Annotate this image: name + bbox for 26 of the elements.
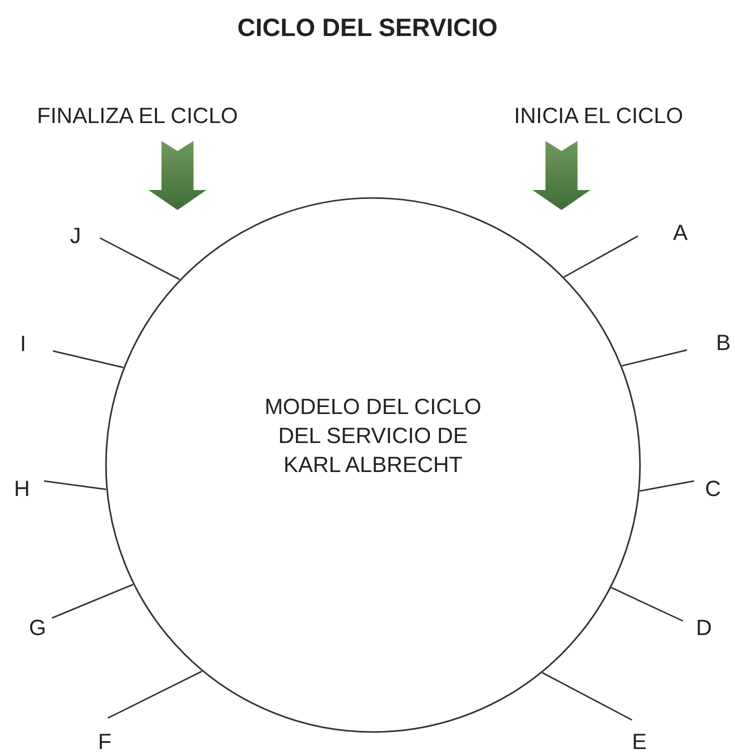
leader-line (108, 670, 202, 719)
leader-line (542, 672, 632, 721)
moment-letter: I (20, 331, 26, 357)
leader-line (52, 584, 134, 619)
stage-label: FINALIZA EL CICLO (37, 103, 238, 129)
block-arrow (148, 141, 206, 210)
moment-letter: D (696, 615, 712, 641)
circle-label: MODELO DEL CICLO DEL SERVICIO DE KARL ALBRECHT (264, 393, 482, 479)
leader-line (564, 235, 638, 278)
moment-letter: F (98, 729, 112, 753)
moment-letter: C (705, 476, 721, 502)
moment-letter: H (14, 476, 30, 502)
stage-label: INICIA EL CICLO (514, 103, 684, 129)
leader-line (622, 349, 688, 367)
block-arrow (532, 141, 590, 210)
leader-line (100, 237, 180, 280)
moment-letter: G (29, 615, 46, 641)
leader-line (52, 350, 124, 368)
leader-line (44, 480, 106, 490)
moment-letter: E (632, 729, 647, 753)
moment-letter: J (70, 223, 81, 249)
leader-line (640, 480, 694, 492)
moment-letter: A (673, 220, 688, 246)
leader-line (610, 586, 684, 622)
diagram-title: CICLO DEL SERVICIO (236, 14, 499, 43)
moment-letter: B (716, 330, 731, 356)
